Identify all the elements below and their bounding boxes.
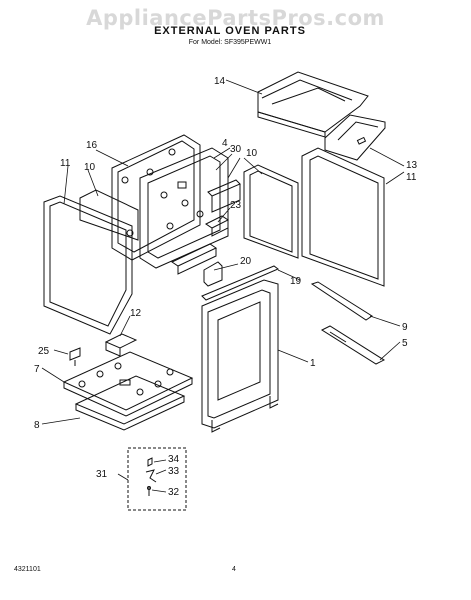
part-12-clip [104,333,138,357]
part-30-bracket [207,179,241,213]
part-8-lower-tray [74,375,186,431]
callout-16: 16 [86,140,98,151]
part-13-bracket [324,114,386,161]
part-11-side-panel-right [301,147,385,287]
callout-labels: 14 16 4 30 10 13 11 11 10 23 20 19 12 9 … [34,76,418,498]
callout-31: 31 [96,469,108,480]
callout-33: 33 [168,466,180,477]
callout-20: 20 [240,256,252,267]
page-number: 4 [232,566,236,573]
part-10-side-panel-left [79,189,139,241]
part-7-bottom-panel [62,351,194,417]
callout-14: 14 [214,76,226,87]
callout-12: 12 [130,308,142,319]
callout-10-center: 10 [246,148,258,159]
part-20-lower-bracket [170,243,223,287]
callout-7: 7 [34,364,40,375]
callout-10-left: 10 [84,162,96,173]
part-14-top-cover [257,71,369,138]
callout-8: 8 [34,420,40,431]
callout-1: 1 [310,358,316,369]
part-5-strip [320,325,386,365]
part-25-screw [69,347,81,366]
part-9-rail [310,281,373,321]
callout-11-left: 11 [60,158,71,169]
part-1-front-frame [201,279,279,433]
callout-23: 23 [230,200,242,211]
callout-19: 19 [290,276,302,287]
part-31-hardware-group [127,447,187,511]
callout-13: 13 [406,160,418,171]
part-19-rail [201,265,279,301]
callout-25: 25 [38,346,50,357]
part-23-bracket [205,215,229,237]
callout-9: 9 [402,322,408,333]
part-16-back-panel [111,134,201,261]
part-10-side-panel-center [243,164,299,259]
callout-32: 32 [168,487,180,498]
part-4-inner-panel [139,147,229,269]
callout-34: 34 [168,454,180,465]
callout-11-right: 11 [406,172,417,183]
document-number: 4321101 [14,566,41,573]
watermark: AppliancePartsPros.com [86,6,385,30]
callout-5: 5 [402,338,408,349]
page-title: EXTERNAL OVEN PARTS [154,25,306,37]
callout-4: 4 [222,138,228,149]
part-11-side-panel-left [43,195,133,335]
leader-lines [41,79,405,493]
callout-30: 30 [230,144,242,155]
model-subtitle: For Model: SF395PEWW1 [188,39,272,46]
